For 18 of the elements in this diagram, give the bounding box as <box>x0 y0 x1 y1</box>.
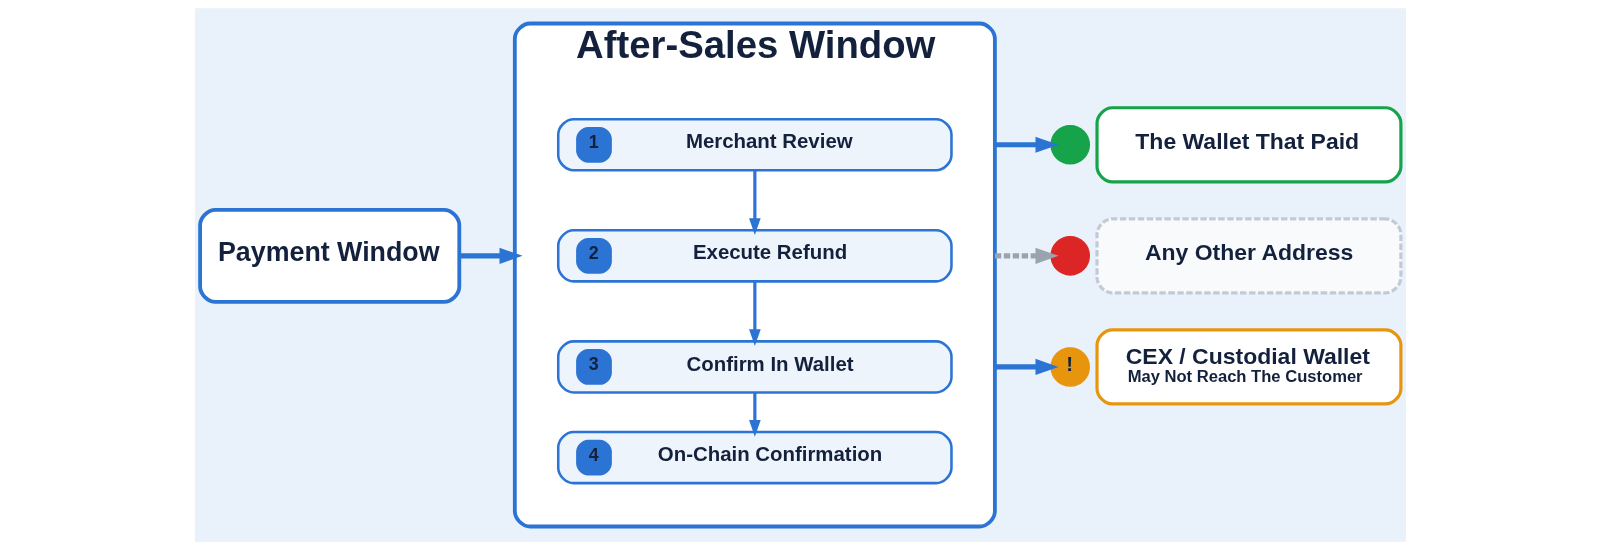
node-circle <box>1049 236 1090 276</box>
node-circle <box>1049 125 1090 165</box>
node-box: 4 On-Chain Confirmation <box>556 430 953 485</box>
arrow <box>748 170 761 235</box>
arrow <box>994 247 1059 264</box>
node-box: Any Other Address <box>1094 217 1402 295</box>
node-box: CEX / Custodial Wallet May Not Reach The Customer <box>1094 328 1402 406</box>
arrow <box>994 358 1059 375</box>
node-box: 1 Merchant Review <box>556 117 953 172</box>
arrow <box>748 392 761 437</box>
node-box: 3 Confirm In Wallet <box>556 340 953 394</box>
node-box: 2 Execute Refund <box>556 229 953 283</box>
node-box: The Wallet That Paid <box>1094 106 1402 184</box>
node-circle: ! <box>1049 347 1090 387</box>
arrow <box>459 247 523 264</box>
node-box: Payment Window <box>197 207 461 304</box>
arrow <box>748 281 761 346</box>
arrow <box>994 136 1059 153</box>
